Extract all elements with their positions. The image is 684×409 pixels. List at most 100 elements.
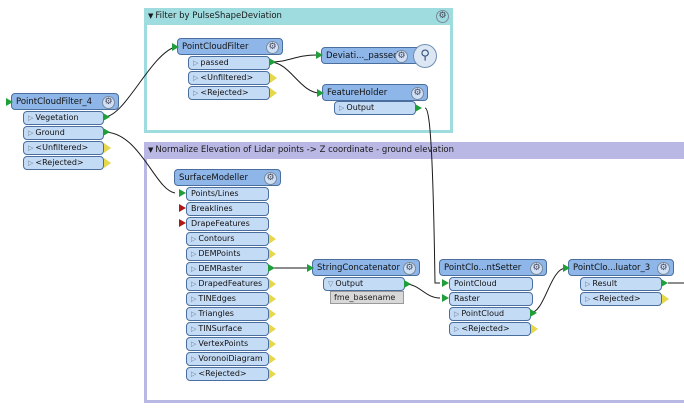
input-port-drapefeatures[interactable]: DrapeFeatures <box>186 217 269 231</box>
input-port-points-lines[interactable]: Points/Lines <box>186 187 269 201</box>
triangle-expand-icon: ▷ <box>28 114 34 122</box>
output-connector[interactable] <box>269 58 276 66</box>
output-port-vertexpoints[interactable]: ▷VertexPoints <box>186 337 269 351</box>
triangle-expand-icon: ▷ <box>454 325 460 333</box>
gear-icon[interactable]: ⚙ <box>530 262 543 275</box>
input-port-raster[interactable]: Raster <box>449 292 533 306</box>
output-flag <box>269 324 276 334</box>
gear-icon[interactable]: ⚙ <box>266 41 279 54</box>
gear-icon[interactable]: ⚙ <box>411 87 424 100</box>
output-port-result[interactable]: ▷Result <box>580 277 662 291</box>
input-connector[interactable] <box>442 279 449 287</box>
output-port-tinsurface[interactable]: ▷TINSurface <box>186 322 269 336</box>
input-connector[interactable] <box>442 294 449 302</box>
output-flag <box>269 309 276 319</box>
output-port-tinedges[interactable]: ▷TINEdges <box>186 292 269 306</box>
triangle-expand-icon: ▷ <box>193 59 199 67</box>
output-connector[interactable] <box>415 104 422 112</box>
triangle-expand-icon: ▷ <box>28 159 34 167</box>
magnifier-icon[interactable]: ⚲ <box>413 44 437 68</box>
triangle-expand-icon: ▷ <box>585 280 591 288</box>
rejected-flag <box>270 88 277 98</box>
collapse-triangle-icon[interactable]: ▼ <box>148 12 154 20</box>
gear-icon[interactable]: ⚙ <box>102 96 115 109</box>
bookmark-filter-header[interactable]: ▼Filter by PulseShapeDeviation ⚙ <box>144 8 453 25</box>
output-port-rejected[interactable]: ▷<Rejected> <box>580 292 662 306</box>
transformer-pointcloudfilter-4[interactable]: PointCloudFilter_4 ⚙ <box>11 93 119 110</box>
bookmark-normalize[interactable] <box>144 142 684 403</box>
output-connector[interactable] <box>661 279 668 287</box>
triangle-expand-icon: ▷ <box>191 265 197 273</box>
output-port-rejected[interactable]: ▷<Rejected> <box>23 156 104 170</box>
output-port-dempoints[interactable]: ▷DEMPoints <box>186 247 269 261</box>
output-port-output[interactable]: ▷Output <box>334 101 416 115</box>
output-port-rejected[interactable]: ▷<Rejected> <box>188 86 270 100</box>
gear-icon[interactable]: ⚙ <box>436 10 449 23</box>
output-connector[interactable] <box>103 128 110 136</box>
triangle-expand-icon: ▷ <box>193 74 199 82</box>
output-connector[interactable] <box>268 264 275 272</box>
triangle-expand-icon: ▷ <box>191 370 197 378</box>
bookmark-normalize-header[interactable]: ▼Normalize Elevation of Lidar points -> … <box>144 142 684 159</box>
input-connector[interactable] <box>317 89 324 97</box>
triangle-expand-icon: ▷ <box>191 310 197 318</box>
input-port-breaklines[interactable]: Breaklines <box>186 202 269 216</box>
gear-icon[interactable]: ⚙ <box>395 50 408 63</box>
rejected-flag <box>104 143 111 153</box>
transformer-name: FeatureHolder <box>327 88 388 98</box>
collapse-triangle-icon[interactable]: ▼ <box>148 146 154 154</box>
transformer-stringconcatenator[interactable]: StringConcatenator ⚙ <box>312 259 420 276</box>
output-connector[interactable] <box>404 280 411 288</box>
input-connector[interactable] <box>316 51 323 59</box>
input-connector[interactable] <box>563 264 570 272</box>
input-connector[interactable] <box>6 98 13 106</box>
required-input-connector[interactable] <box>179 219 186 227</box>
output-port-voronoidiagram[interactable]: ▷VoronoiDiagram <box>186 352 269 366</box>
required-input-connector[interactable] <box>179 204 186 212</box>
input-connector[interactable] <box>179 189 186 197</box>
output-port-passed[interactable]: ▷passed <box>188 56 270 70</box>
input-connector[interactable] <box>172 43 179 51</box>
transformer-deviati-passed[interactable]: Deviati..._passed ⚙ <box>321 47 425 64</box>
attribute-fme-basename[interactable]: fme_basename <box>330 291 404 304</box>
output-port-unfiltered[interactable]: ▷<Unfiltered> <box>23 141 104 155</box>
triangle-expand-icon: ▷ <box>193 89 199 97</box>
transformer-pointcloudfilter[interactable]: PointCloudFilter ⚙ <box>177 38 283 55</box>
transformer-featureholder[interactable]: FeatureHolder ⚙ <box>322 84 428 101</box>
rejected-flag <box>104 158 111 168</box>
output-port-vegetation[interactable]: ▷Vegetation <box>23 111 104 125</box>
rejected-flag <box>270 73 277 83</box>
output-connector[interactable] <box>103 113 110 121</box>
gear-icon[interactable]: ⚙ <box>403 262 416 275</box>
transformer-pointcloudevaluator-3[interactable]: PointClo...luator_3 ⚙ <box>568 259 674 276</box>
output-port-contours[interactable]: ▷Contours <box>186 232 269 246</box>
output-flag <box>269 354 276 364</box>
transformer-name: StringConcatenator <box>317 263 400 273</box>
transformer-name: SurfaceModeller <box>179 173 248 183</box>
rejected-flag <box>662 294 669 304</box>
triangle-expand-icon: ▷ <box>191 295 197 303</box>
triangle-expand-icon: ▷ <box>191 340 197 348</box>
output-flag <box>269 234 276 244</box>
output-port-rejected[interactable]: ▷<Rejected> <box>186 367 269 381</box>
input-connector[interactable] <box>307 264 314 272</box>
bookmark-filter[interactable] <box>144 8 453 133</box>
output-port-rejected[interactable]: ▷<Rejected> <box>449 322 531 336</box>
transformer-name: PointCloudFilter <box>182 42 249 52</box>
output-port-output[interactable]: ▽Output <box>323 277 405 291</box>
output-port-demraster[interactable]: ▷DEMRaster <box>186 262 269 276</box>
transformer-name: PointClo...luator_3 <box>573 263 651 273</box>
gear-icon[interactable]: ⚙ <box>264 172 277 185</box>
transformer-name: PointClo...ntSetter <box>444 263 522 273</box>
transformer-pointcloudsetter[interactable]: PointClo...ntSetter ⚙ <box>439 259 547 276</box>
input-port-pointcloud[interactable]: PointCloud <box>449 277 533 291</box>
rejected-flag <box>531 324 538 334</box>
output-connector[interactable] <box>530 309 537 317</box>
transformer-surfacemodeller[interactable]: SurfaceModeller ⚙ <box>174 169 281 186</box>
output-port-triangles[interactable]: ▷Triangles <box>186 307 269 321</box>
output-port-drapedfeatures[interactable]: ▷DrapedFeatures <box>186 277 269 291</box>
gear-icon[interactable]: ⚙ <box>657 262 670 275</box>
output-port-pointcloud[interactable]: ▷PointCloud <box>449 307 531 321</box>
output-port-unfiltered[interactable]: ▷<Unfiltered> <box>188 71 270 85</box>
output-port-ground[interactable]: ▷Ground <box>23 126 104 140</box>
